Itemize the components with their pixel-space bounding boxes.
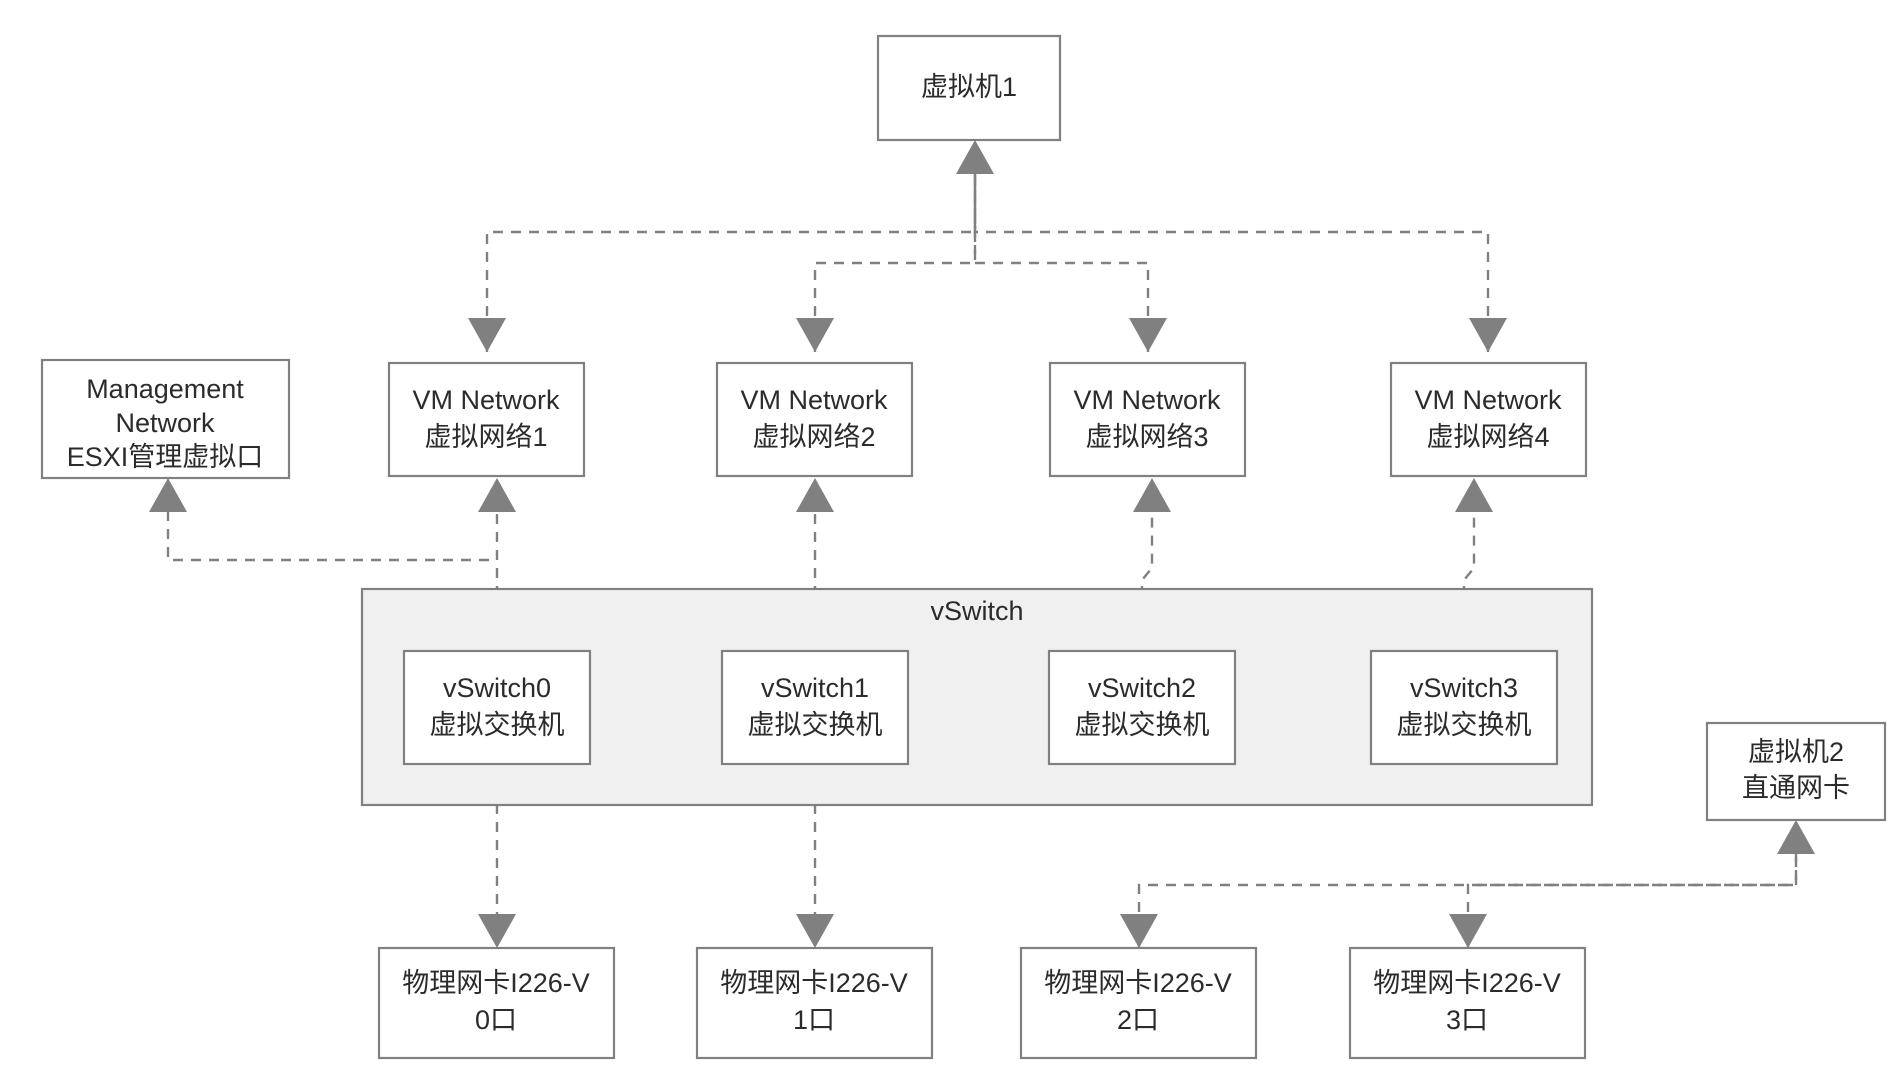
node-nic2[interactable]: 物理网卡I226-V 2口	[1019, 946, 1258, 1060]
nic2-label-line2: 2口	[1117, 1005, 1159, 1035]
node-vmnet4[interactable]: VM Network 虚拟网络4	[1389, 361, 1588, 478]
node-vmnet2[interactable]: VM Network 虚拟网络2	[715, 361, 914, 478]
edge-vmnet2-to-vm1	[796, 165, 977, 352]
vmnet3-rect[interactable]	[1048, 361, 1247, 478]
arrow-into-vm2	[1777, 820, 1815, 854]
vmnet4-rect[interactable]	[1389, 361, 1588, 478]
arrow-head-icon	[796, 318, 834, 352]
vmnet1-label-line1: VM Network	[412, 385, 560, 415]
node-vswitch0[interactable]: vSwitch0 虚拟交换机	[402, 649, 592, 766]
nic2-rect[interactable]	[1019, 946, 1258, 1060]
arrow-head-icon	[796, 914, 834, 948]
management-network-label-line2: Network	[115, 408, 215, 438]
arrow-head-icon	[956, 140, 994, 174]
vswitch3-rect[interactable]	[1369, 649, 1559, 766]
vmnet4-label-line1: VM Network	[1414, 385, 1562, 415]
edge-path	[166, 490, 489, 562]
node-vswitch3[interactable]: vSwitch3 虚拟交换机	[1369, 649, 1559, 766]
nic0-rect[interactable]	[377, 946, 616, 1060]
vmnet2-label-line2: 虚拟网络2	[752, 422, 875, 452]
arrow-head-icon	[1133, 478, 1171, 512]
edge-path	[813, 165, 977, 352]
node-vmnet1[interactable]: VM Network 虚拟网络1	[387, 361, 586, 478]
nic1-label-line1: 物理网卡I226-V	[720, 968, 908, 998]
vm2-label-line1: 虚拟机2	[1748, 737, 1844, 767]
nic3-label-line2: 3口	[1446, 1005, 1488, 1035]
vmnet3-label-line1: VM Network	[1073, 385, 1221, 415]
arrow-head-icon	[149, 478, 187, 512]
edge-vswitch0-to-management-network	[149, 478, 489, 562]
node-management-network[interactable]: Management Network ESXI管理虚拟口	[40, 358, 291, 480]
vmnet1-label-line2: 虚拟网络1	[424, 422, 547, 452]
vswitch0-label-line1: vSwitch0	[443, 673, 551, 703]
arrow-head-icon	[1469, 318, 1507, 352]
vswitch1-rect[interactable]	[720, 649, 910, 766]
management-network-rect[interactable]	[40, 358, 291, 480]
node-nic0[interactable]: 物理网卡I226-V 0口	[377, 946, 616, 1060]
vmnet2-label-line1: VM Network	[740, 385, 888, 415]
vm2-rect[interactable]	[1705, 721, 1887, 822]
nic3-rect[interactable]	[1348, 946, 1587, 1060]
node-vm2[interactable]: 虚拟机2 直通网卡	[1705, 721, 1887, 822]
vswitch-group-label: vSwitch	[930, 596, 1023, 626]
arrow-head-icon	[1120, 914, 1158, 948]
vswitch3-label-line2: 虚拟交换机	[1397, 710, 1532, 740]
arrow-head-icon	[478, 478, 516, 512]
edge-path	[1466, 845, 1798, 948]
vmnet4-label-line2: 虚拟网络4	[1426, 422, 1549, 452]
arrow-head-icon	[478, 914, 516, 948]
edge-path	[973, 165, 1150, 352]
vswitch0-label-line2: 虚拟交换机	[430, 710, 565, 740]
node-vm1[interactable]: 虚拟机1	[876, 34, 1062, 142]
edge-path	[1462, 488, 1476, 650]
vmnet2-rect[interactable]	[715, 361, 914, 478]
vmnet1-rect[interactable]	[387, 361, 586, 478]
arrow-head-icon	[1449, 914, 1487, 948]
edge-path	[973, 165, 1490, 352]
edge-vmnet3-to-vm1	[973, 165, 1167, 352]
node-vswitch1[interactable]: vSwitch1 虚拟交换机	[720, 649, 910, 766]
vswitch2-rect[interactable]	[1047, 649, 1237, 766]
nic3-label-line1: 物理网卡I226-V	[1373, 968, 1561, 998]
arrow-head-icon	[1455, 478, 1493, 512]
arrow-head-icon	[1777, 820, 1815, 854]
edge-nic3-to-vm2	[1449, 845, 1798, 948]
vmnet3-label-line2: 虚拟网络3	[1085, 422, 1208, 452]
arrow-head-icon	[468, 318, 506, 352]
management-network-label-line3: ESXI管理虚拟口	[67, 442, 264, 472]
edge-nic2-to-vm2	[1120, 845, 1798, 948]
vswitch3-label-line1: vSwitch3	[1410, 673, 1518, 703]
edge-path	[485, 165, 977, 352]
vswitch2-label-line1: vSwitch2	[1088, 673, 1196, 703]
vswitch1-label-line1: vSwitch1	[761, 673, 869, 703]
node-nic1[interactable]: 物理网卡I226-V 1口	[695, 946, 934, 1060]
vswitch1-label-line2: 虚拟交换机	[748, 710, 883, 740]
vm2-label-line2: 直通网卡	[1742, 773, 1850, 803]
arrow-into-vm1	[956, 140, 994, 174]
nic0-label-line1: 物理网卡I226-V	[402, 968, 590, 998]
node-vswitch2[interactable]: vSwitch2 虚拟交换机	[1047, 649, 1237, 766]
nic1-rect[interactable]	[695, 946, 934, 1060]
node-nic3[interactable]: 物理网卡I226-V 3口	[1348, 946, 1587, 1060]
node-vmnet3[interactable]: VM Network 虚拟网络3	[1048, 361, 1247, 478]
edge-vmnet4-to-vm1	[973, 165, 1507, 352]
arrow-head-icon	[1129, 318, 1167, 352]
edge-vmnet1-to-vm1	[468, 165, 977, 352]
vswitch2-label-line2: 虚拟交换机	[1075, 710, 1210, 740]
nic1-label-line2: 1口	[793, 1005, 835, 1035]
edge-path	[1137, 845, 1798, 948]
management-network-label-line1: Management	[86, 374, 244, 404]
nic0-label-line2: 0口	[475, 1005, 517, 1035]
arrow-head-icon	[796, 478, 834, 512]
edge-path	[1140, 488, 1154, 650]
vm1-rect[interactable]	[876, 34, 1062, 142]
vm1-label: 虚拟机1	[921, 72, 1017, 102]
nic2-label-line1: 物理网卡I226-V	[1044, 968, 1232, 998]
vswitch0-rect[interactable]	[402, 649, 592, 766]
